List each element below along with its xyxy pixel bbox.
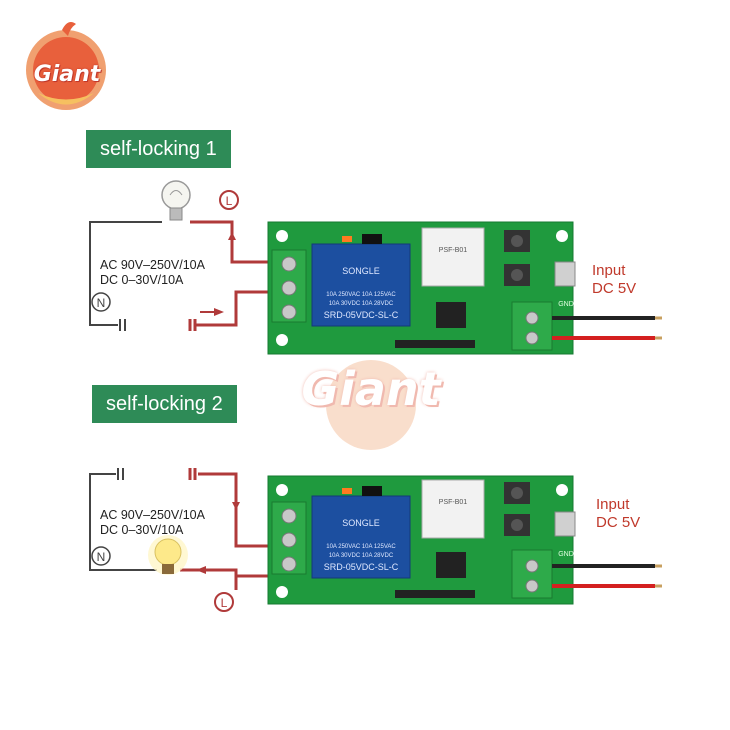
terminal2-label: GND	[558, 551, 574, 558]
diagram2-input-line2: DC 5V	[596, 514, 641, 531]
diagram1-spec: AC 90V–250V/10A DC 0–30V/10A	[100, 258, 205, 288]
bulb2-icon	[148, 535, 188, 575]
relay1-model: SRD-05VDC-SL-C	[324, 310, 399, 320]
diagram2-live-label: L	[221, 596, 228, 610]
diagram1-neutral-label: N	[97, 296, 106, 310]
logo-fish-icon	[26, 22, 106, 110]
diagram1-spec-line1: AC 90V–250V/10A	[100, 258, 205, 272]
logo-text: Giant	[33, 62, 101, 87]
terminal1-label: GND	[558, 301, 574, 308]
diagram2-spec: AC 90V–250V/10A DC 0–30V/10A	[100, 508, 205, 538]
neutral-terminal-icon	[91, 546, 111, 566]
diagram1-input-line2: DC 5V	[592, 280, 637, 297]
relay1-brand: SONGLE	[342, 266, 380, 276]
relay2-brand: SONGLE	[342, 518, 380, 528]
relay2-rating2: 10A 30VDC 10A 28VDC	[329, 553, 394, 559]
relay2-model: SRD-05VDC-SL-C	[324, 562, 399, 572]
diagram2-title: self-locking 2	[92, 385, 237, 423]
bulb1-icon	[161, 180, 191, 221]
diagram2-spec-line2: DC 0–30V/10A	[100, 523, 184, 537]
watermark-text: Giant	[301, 362, 441, 416]
diagram1-spec-line2: DC 0–30V/10A	[100, 273, 184, 287]
watermark: Giant	[286, 350, 456, 450]
diagram1-input: Input DC 5V	[592, 262, 636, 298]
diagram2-neutral-label: N	[97, 550, 106, 564]
live-terminal-icon	[219, 190, 239, 210]
relay1-rating2: 10A 30VDC 10A 28VDC	[329, 301, 394, 307]
diagram2-wiring	[89, 468, 276, 590]
relay-board-1	[267, 221, 576, 355]
diagram1-live-label: L	[226, 194, 233, 208]
module2-label: PSF-B01	[439, 499, 468, 506]
diagram2-input-line1: Input	[596, 496, 630, 513]
relay1-rating1: 10A 250VAC 10A 125VAC	[326, 292, 396, 298]
diagram2-spec-line1: AC 90V–250V/10A	[100, 508, 205, 522]
giant-logo: Giant	[18, 18, 114, 114]
diagram1-wiring	[89, 220, 276, 331]
diagram1-input-line1: Input	[592, 262, 626, 279]
live-terminal-icon	[214, 592, 234, 612]
relay2-rating1: 10A 250VAC 10A 125VAC	[326, 544, 396, 550]
input-wires-2	[552, 564, 662, 588]
watermark-fish-icon	[326, 360, 416, 450]
neutral-terminal-icon	[91, 292, 111, 312]
module1-label: PSF-B01	[439, 247, 468, 254]
input-wires-1	[552, 316, 662, 340]
diagram2-input: Input DC 5V	[596, 496, 640, 532]
relay-board-2	[267, 475, 576, 605]
diagram1-title: self-locking 1	[86, 130, 231, 168]
